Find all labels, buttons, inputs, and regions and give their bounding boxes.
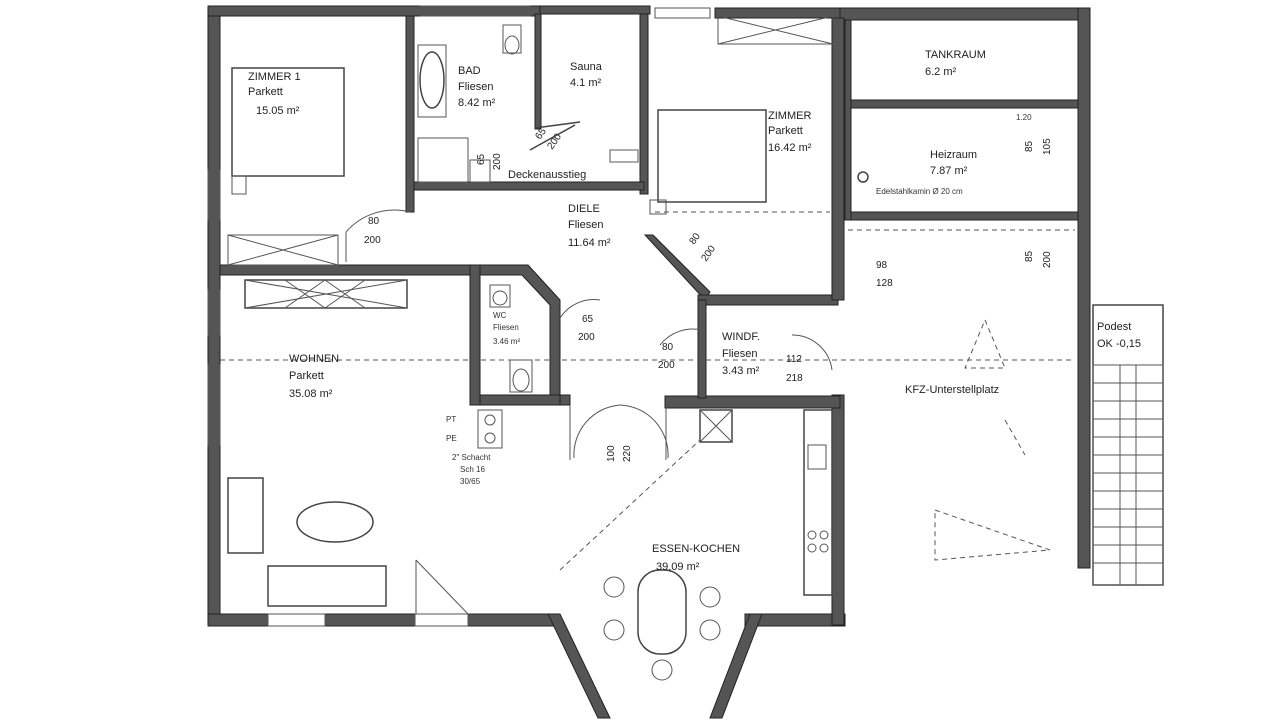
- dim-windf-h: 200: [658, 360, 675, 371]
- dim-kfz-w: 98: [876, 260, 888, 271]
- kitchen-furniture: [603, 409, 833, 681]
- dim-bad-h: 200: [492, 153, 503, 170]
- zimmer2-furniture: [649, 109, 830, 215]
- deckenausstieg-label: Deckenausstieg: [508, 169, 586, 181]
- dim-wc-w: 65: [582, 314, 594, 325]
- windfang-area: 3.43 m²: [722, 365, 760, 377]
- wc-floor: Fliesen: [493, 323, 519, 332]
- zimmer2-area: 16.42 m²: [768, 142, 812, 154]
- windows: [207, 5, 834, 627]
- tankraum-area: 6.2 m²: [925, 66, 957, 78]
- schacht-label-1: 2" Schacht: [452, 453, 491, 462]
- dim-kfz-h: 128: [876, 278, 893, 289]
- annotations: Deckenausstieg 2" Schacht Sch 16 30/65 P…: [446, 113, 1032, 486]
- heizraum-name: Heizraum: [930, 149, 977, 161]
- bad-fixtures: [417, 24, 522, 183]
- dim-heiz-w: 85: [1024, 250, 1035, 262]
- essen-name: ESSEN-KOCHEN: [652, 543, 740, 555]
- essen-area: 39.09 m²: [656, 561, 700, 573]
- zimmer1-furniture: [231, 67, 345, 195]
- sauna-name: Sauna: [570, 61, 603, 73]
- dim-windf-w: 80: [662, 342, 674, 353]
- dim-zimmer1-w: 80: [368, 216, 380, 227]
- diele-floor: Fliesen: [568, 219, 603, 231]
- zimmer1-floor: Parkett: [248, 86, 283, 98]
- sauna-door: [529, 121, 639, 163]
- dim-zimmer2-h: 200: [699, 243, 718, 263]
- inner-walls: [219, 13, 1079, 409]
- dim-zimmer1-h: 200: [364, 235, 381, 246]
- zimmer2-name: ZIMMER: [768, 110, 811, 122]
- wohnen-area: 35.08 m²: [289, 388, 333, 400]
- windfang-name: WINDF.: [722, 331, 760, 343]
- dimension-labels: 80 200 65 200 65 200 80 200 85 105 85 20…: [364, 126, 1053, 462]
- wc-area: 3.46 m²: [493, 337, 520, 346]
- dim-kitchen-h: 220: [622, 445, 633, 462]
- pe-label: PE: [446, 434, 457, 443]
- dashed-guides: [220, 229, 1075, 571]
- heizraum-area: 7.87 m²: [930, 165, 968, 177]
- sauna-area: 4.1 m²: [570, 77, 602, 89]
- zimmer2-floor: Parkett: [768, 125, 803, 137]
- dim-zimmer2-w: 80: [687, 231, 703, 247]
- bad-area: 8.42 m²: [458, 97, 496, 109]
- diele-name: DIELE: [568, 203, 600, 215]
- schacht-label-2: Sch 16: [460, 465, 485, 474]
- heizraum-dim-label: 1.20: [1016, 113, 1032, 122]
- stairs: [1092, 304, 1164, 586]
- door-swings: [345, 209, 833, 615]
- outer-walls: [207, 5, 1091, 719]
- tankraum-name: TANKRAUM: [925, 49, 986, 61]
- pt-label: PT: [446, 415, 456, 424]
- dim-wc-h: 200: [578, 332, 595, 343]
- zimmer1-area: 15.05 m²: [256, 105, 300, 117]
- windfang-floor: Fliesen: [722, 348, 757, 360]
- bad-name: BAD: [458, 65, 481, 77]
- wohnen-name: WOHNEN: [289, 353, 339, 365]
- dim-sauna-h: 200: [545, 131, 564, 151]
- zimmer1-name: ZIMMER 1: [248, 71, 301, 83]
- bad-floor: Fliesen: [458, 81, 493, 93]
- wohnen-furniture: [227, 279, 503, 607]
- podest-level: OK -0,15: [1097, 338, 1141, 350]
- dim-entry-w: 112: [786, 354, 802, 365]
- diele-area: 11.64 m²: [568, 237, 611, 249]
- dim-tank-w: 85: [1024, 140, 1035, 152]
- wohnen-floor: Parkett: [289, 370, 324, 382]
- dim-tank-h: 105: [1042, 138, 1053, 155]
- heizraum-note: Edelstahlkamin Ø 20 cm: [876, 187, 963, 196]
- kfz-name: KFZ-Unterstellplatz: [905, 384, 999, 396]
- dim-kitchen-w: 100: [606, 445, 617, 462]
- podest-name: Podest: [1097, 321, 1131, 333]
- chimney-icon: [857, 171, 869, 183]
- dim-entry-h: 218: [786, 373, 803, 384]
- room-labels: ZIMMER 1 Parkett 15.05 m² BAD Fliesen 8.…: [248, 49, 1141, 573]
- dim-heiz-h: 200: [1042, 251, 1053, 268]
- wc-name: WC: [493, 311, 507, 320]
- schacht-label-3: 30/65: [460, 477, 481, 486]
- dim-bad-w: 65: [476, 153, 487, 165]
